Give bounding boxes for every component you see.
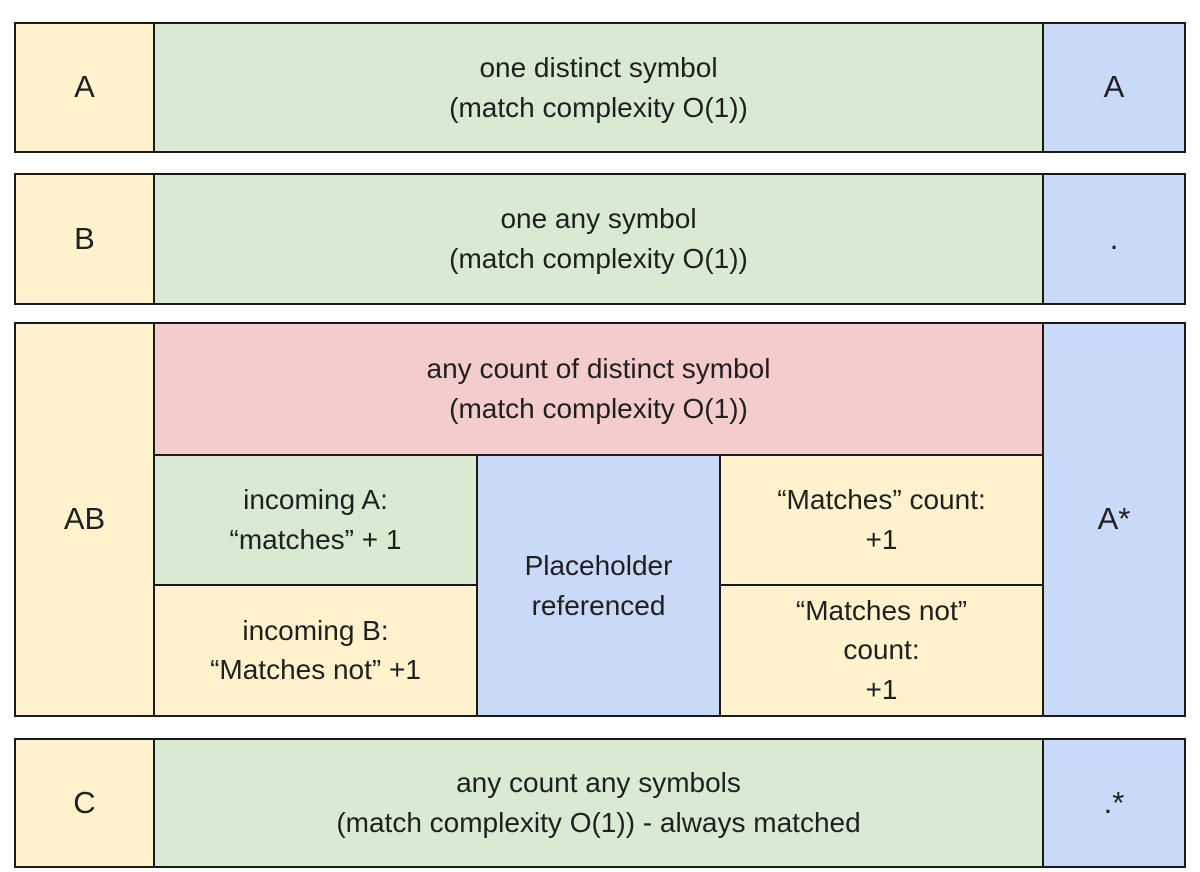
- node-ab-regex: A*: [1044, 324, 1184, 715]
- regex-nodes-diagram: A one distinct symbol (match complexity …: [14, 22, 1186, 868]
- node-b-label: B: [16, 175, 155, 303]
- node-ab-label: AB: [16, 324, 155, 715]
- node-c-label: C: [16, 740, 155, 866]
- node-b-description: one any symbol (match complexity O(1)): [155, 175, 1044, 303]
- node-a-regex: A: [1044, 24, 1184, 151]
- node-ab-incoming-a-cell: incoming A: “matches” + 1: [155, 456, 476, 586]
- node-ab-incoming-b-cell: incoming B: “Matches not” +1: [155, 585, 476, 715]
- node-ab-subgrid: incoming A: “matches” + 1 incoming B: “M…: [155, 456, 1042, 715]
- node-c-description: any count any symbols (match complexity …: [155, 740, 1044, 866]
- node-ab-matches-count-cell: “Matches” count: +1: [721, 456, 1042, 586]
- node-c-regex: .*: [1044, 740, 1184, 866]
- node-ab-matches-not-count-cell: “Matches not” count: +1: [721, 585, 1042, 715]
- node-ab-header: any count of distinct symbol (match comp…: [155, 324, 1042, 456]
- node-ab-detail: any count of distinct symbol (match comp…: [155, 324, 1044, 715]
- node-a-label: A: [16, 24, 155, 151]
- node-ab-counts-column: “Matches” count: +1 “Matches not” count:…: [721, 456, 1042, 715]
- node-a-description: one distinct symbol (match complexity O(…: [155, 24, 1044, 151]
- node-ab-incoming-column: incoming A: “matches” + 1 incoming B: “M…: [155, 456, 478, 715]
- node-ab-placeholder-cell: Placeholder referenced: [478, 456, 721, 715]
- node-row-b: B one any symbol (match complexity O(1))…: [14, 173, 1186, 305]
- node-row-c: C any count any symbols (match complexit…: [14, 738, 1186, 868]
- node-b-regex: .: [1044, 175, 1184, 303]
- node-row-a: A one distinct symbol (match complexity …: [14, 22, 1186, 153]
- node-row-ab: AB any count of distinct symbol (match c…: [14, 322, 1186, 717]
